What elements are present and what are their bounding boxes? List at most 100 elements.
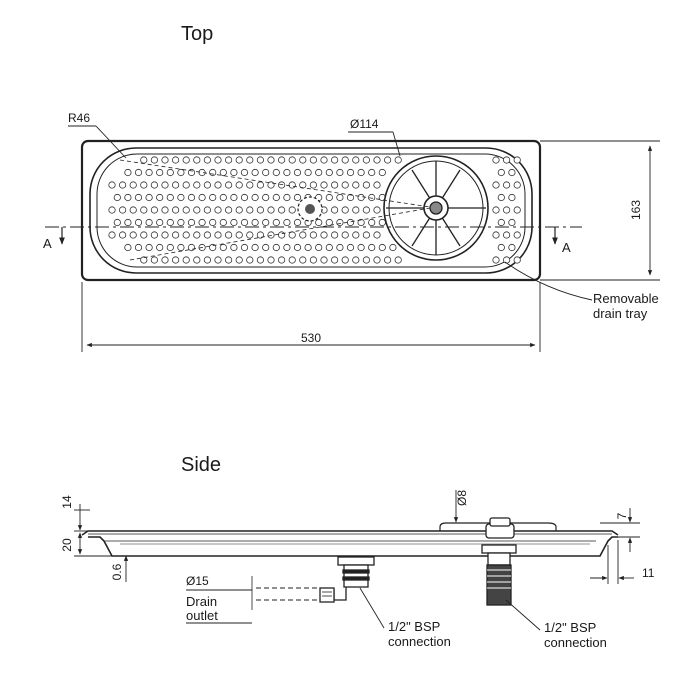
perforation-hole xyxy=(182,156,190,164)
perforation-hole xyxy=(182,231,190,239)
perforation-hole xyxy=(230,193,238,202)
perforation-hole xyxy=(502,156,511,164)
tap-diameter-dimension: Ø8 xyxy=(453,490,469,523)
side-height-dimension-20: 20 xyxy=(60,530,112,557)
perforation-hole xyxy=(346,218,355,227)
drain-outlet-callout: Ø15 Drain outlet xyxy=(186,574,320,624)
perforation-hole xyxy=(513,156,521,164)
section-marker-right: A xyxy=(552,227,571,255)
perforation-hole xyxy=(315,243,323,252)
perforation-hole xyxy=(108,206,116,214)
perforation-hole xyxy=(330,181,339,189)
perforation-hole xyxy=(156,193,164,202)
perforation-hole xyxy=(140,256,148,264)
perforation-hole xyxy=(119,231,127,239)
perforation-hole xyxy=(240,218,249,227)
perforation-hole xyxy=(288,181,296,189)
perforation-hole xyxy=(140,156,148,164)
side-top-plate xyxy=(81,530,619,536)
top-view-drawing xyxy=(45,139,582,282)
perforation-hole xyxy=(209,168,217,177)
perforation-hole xyxy=(129,181,137,189)
perforation-hole xyxy=(320,181,328,189)
perforation-hole xyxy=(497,193,505,202)
perforation-hole xyxy=(166,193,174,202)
svg-text:A: A xyxy=(562,240,571,255)
svg-text:Removable: Removable xyxy=(593,291,659,306)
perforation-hole xyxy=(277,206,286,214)
perforation-hole xyxy=(225,256,233,264)
perforation-hole xyxy=(288,231,296,239)
perforation-hole xyxy=(315,168,323,177)
perforation-hole xyxy=(161,181,169,189)
side-tray-body xyxy=(88,536,618,557)
perforation-hole xyxy=(256,156,264,164)
perforation-hole xyxy=(256,206,264,214)
svg-text:Ø114: Ø114 xyxy=(350,117,379,131)
perforation-hole xyxy=(246,181,254,189)
side-height-dimension-14: 14 xyxy=(60,495,90,531)
top-view-title: Top xyxy=(181,23,213,45)
perforation-hole xyxy=(193,181,201,189)
perforation-hole xyxy=(198,168,206,177)
perforation-hole xyxy=(150,256,158,264)
perforation-hole xyxy=(352,231,360,239)
perforation-hole xyxy=(283,193,291,202)
perforation-hole xyxy=(378,168,386,177)
perforation-hole xyxy=(214,231,222,239)
perforation-hole xyxy=(497,218,505,227)
perforation-hole xyxy=(140,181,148,189)
perforation-hole xyxy=(492,231,500,239)
svg-text:connection: connection xyxy=(388,634,451,649)
perforation-hole xyxy=(235,231,243,239)
perforation-hole xyxy=(113,218,121,227)
perforation-hole xyxy=(177,168,185,177)
perforation-hole xyxy=(187,218,196,227)
perforation-hole xyxy=(203,156,211,164)
perforation-hole xyxy=(394,256,402,264)
perforation-hole xyxy=(129,231,137,239)
perforation-hole xyxy=(362,256,370,264)
perforation-hole xyxy=(508,193,516,202)
svg-text:Ø15: Ø15 xyxy=(186,574,209,588)
perforation-hole xyxy=(309,231,317,239)
perforation-hole xyxy=(272,218,280,227)
perforation-hole xyxy=(172,231,180,239)
perforation-hole xyxy=(357,218,365,227)
perforation-hole xyxy=(246,231,254,239)
perforation-hole xyxy=(368,243,376,252)
svg-text:14: 14 xyxy=(60,495,74,509)
svg-text:drain tray: drain tray xyxy=(593,306,648,321)
perforation-hole xyxy=(235,181,243,189)
perforation-hole xyxy=(492,256,500,264)
perforation-hole xyxy=(267,156,275,164)
perforation-hole xyxy=(161,256,169,264)
perforation-hole xyxy=(230,243,238,252)
perforation-hole xyxy=(362,156,370,164)
perforation-hole xyxy=(341,156,349,164)
perforation-hole xyxy=(394,156,402,164)
perforation-hole xyxy=(352,181,360,189)
perforation-hole xyxy=(320,231,328,239)
grate-diameter-callout: Ø114 xyxy=(348,117,401,157)
perforation-hole xyxy=(378,243,386,252)
perforation-hole xyxy=(235,206,243,214)
perforation-hole xyxy=(288,156,296,164)
perforation-hole xyxy=(251,243,259,252)
perforation-hole xyxy=(325,218,333,227)
perforation-hole xyxy=(198,218,206,227)
perforation-hole xyxy=(283,218,291,227)
perforation-hole xyxy=(309,256,317,264)
perforation-hole xyxy=(166,243,174,252)
bsp-left-callout: 1/2" BSP connection xyxy=(359,587,451,649)
perforation-hole xyxy=(373,181,381,189)
perforation-hole xyxy=(108,181,116,189)
perforation-hole xyxy=(336,243,344,252)
perforation-hole xyxy=(246,156,254,164)
perforation-hole xyxy=(267,256,275,264)
perforation-hole xyxy=(373,206,381,214)
perforation-hole xyxy=(134,168,143,177)
perforation-hole xyxy=(277,156,286,164)
perforation-hole xyxy=(119,206,127,214)
removable-tray-inner-outline xyxy=(96,153,526,268)
